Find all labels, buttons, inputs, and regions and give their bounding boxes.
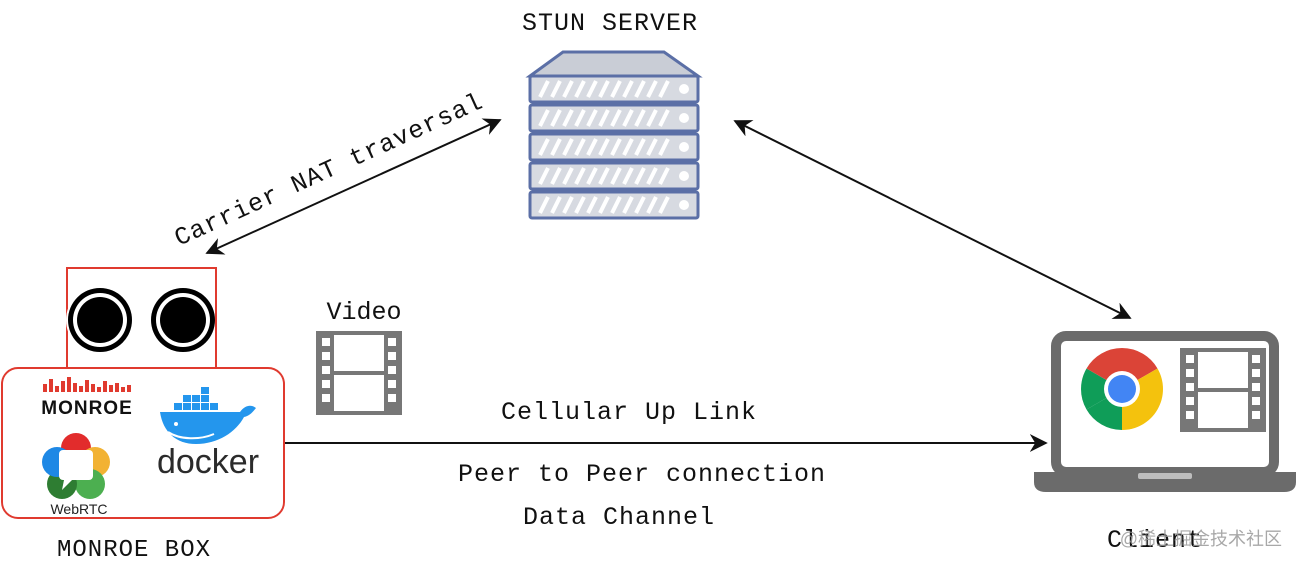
docker-logo-text: docker xyxy=(157,443,259,481)
camera-icon xyxy=(66,267,217,369)
film-strip-icon xyxy=(316,331,402,415)
webrtc-logo-text: WebRTC xyxy=(50,501,107,517)
client-label: Client xyxy=(1107,526,1203,555)
monroe-logo: MONROE xyxy=(41,377,133,419)
carrier-nat-arrow xyxy=(205,118,502,255)
carrier-nat-label: Carrier NAT traversal xyxy=(170,88,488,254)
chrome-icon xyxy=(1081,348,1163,430)
cellular-up-link-label: Cellular Up Link xyxy=(501,398,757,427)
data-channel-label: Data Channel xyxy=(523,503,715,532)
monroe-logo-text: MONROE xyxy=(41,398,133,419)
laptop-film-strip-icon xyxy=(1180,348,1266,432)
stun-server-label: STUN SERVER xyxy=(522,9,698,38)
stun-client-arrow xyxy=(733,120,1132,319)
monroe-box-label: MONROE BOX xyxy=(57,537,211,564)
webrtc-icon: WebRTC xyxy=(42,433,110,517)
docker-icon: docker xyxy=(157,387,259,481)
watermark-text: @稀土掘金技术社区 xyxy=(1120,529,1282,549)
peer-to-peer-label: Peer to Peer connection xyxy=(458,460,826,489)
video-label: Video xyxy=(326,298,401,327)
server-icon xyxy=(525,50,703,220)
